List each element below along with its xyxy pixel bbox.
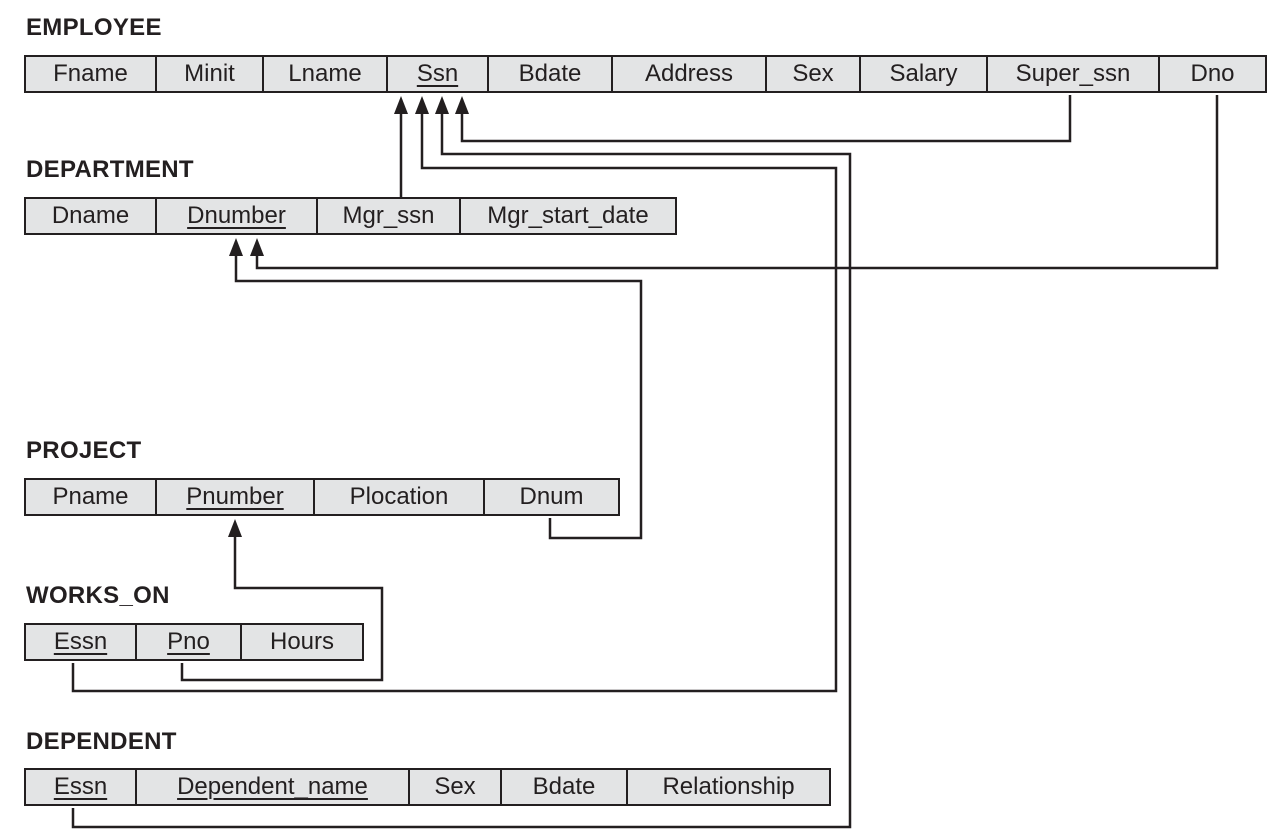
attr-employee-salary: Salary	[861, 57, 988, 91]
attr-employee-lname: Lname	[264, 57, 388, 91]
attr-employee-ssn: Ssn	[388, 57, 489, 91]
fk-employee-super-ssn-to-ssn	[455, 95, 1072, 143]
attr-department-dname: Dname	[26, 199, 157, 233]
relation-title-project: PROJECT	[26, 437, 142, 464]
attr-employee-minit: Minit	[157, 57, 264, 91]
attr-department-dnumber: Dnumber	[157, 199, 318, 233]
attr-dependent-bdate: Bdate	[502, 770, 628, 804]
fk-works-on-pno-to-project-pnumber	[180, 519, 384, 682]
attr-project-pnumber: Pnumber	[157, 480, 315, 514]
attr-employee-address: Address	[613, 57, 767, 91]
attr-dependent-relationship: Relationship	[662, 773, 795, 800]
relation-title-works-on: WORKS_ON	[26, 582, 170, 609]
attr-employee-dno: Dno	[1190, 60, 1235, 87]
fk-works-on-essn-to-employee-ssn	[71, 96, 838, 693]
fk-project-dnum-to-department-dnumber	[229, 238, 643, 540]
attr-employee-super-ssn: Super_ssn	[988, 57, 1160, 91]
relation-project: Pname Pnumber Plocation Dnum	[24, 478, 620, 516]
attr-employee-fname: Fname	[26, 57, 157, 91]
fk-dependent-essn-to-employee-ssn	[71, 96, 852, 829]
fk-employee-dno-to-department-dnumber	[250, 95, 1219, 270]
attr-dependent-dependent-name: Dependent_name	[137, 770, 410, 804]
fk-department-mgr-ssn-to-employee-ssn	[394, 96, 408, 197]
attr-works-on-essn: Essn	[26, 625, 137, 659]
attr-dependent-sex: Sex	[410, 770, 502, 804]
relation-title-department: DEPARTMENT	[26, 156, 194, 183]
relation-dependent: Essn Dependent_name Sex Bdate Relationsh…	[24, 768, 831, 806]
attr-department-mgr-ssn: Mgr_ssn	[318, 199, 461, 233]
attr-works-on-pno: Pno	[137, 625, 242, 659]
relation-department: Dname Dnumber Mgr_ssn Mgr_start_date	[24, 197, 677, 235]
attr-project-dnum: Dnum	[519, 483, 584, 510]
attr-dependent-essn: Essn	[26, 770, 137, 804]
attr-employee-bdate: Bdate	[489, 57, 613, 91]
attr-department-mgr-start-date: Mgr_start_date	[487, 202, 649, 229]
attr-project-pname: Pname	[26, 480, 157, 514]
attr-works-on-hours: Hours	[269, 628, 335, 655]
relation-works-on: Essn Pno Hours	[24, 623, 364, 661]
relation-employee: Fname Minit Lname Ssn Bdate Address Sex …	[24, 55, 1267, 93]
relation-title-dependent: DEPENDENT	[26, 728, 177, 755]
relation-title-employee: EMPLOYEE	[26, 14, 162, 41]
attr-project-plocation: Plocation	[315, 480, 485, 514]
attr-employee-sex: Sex	[767, 57, 861, 91]
